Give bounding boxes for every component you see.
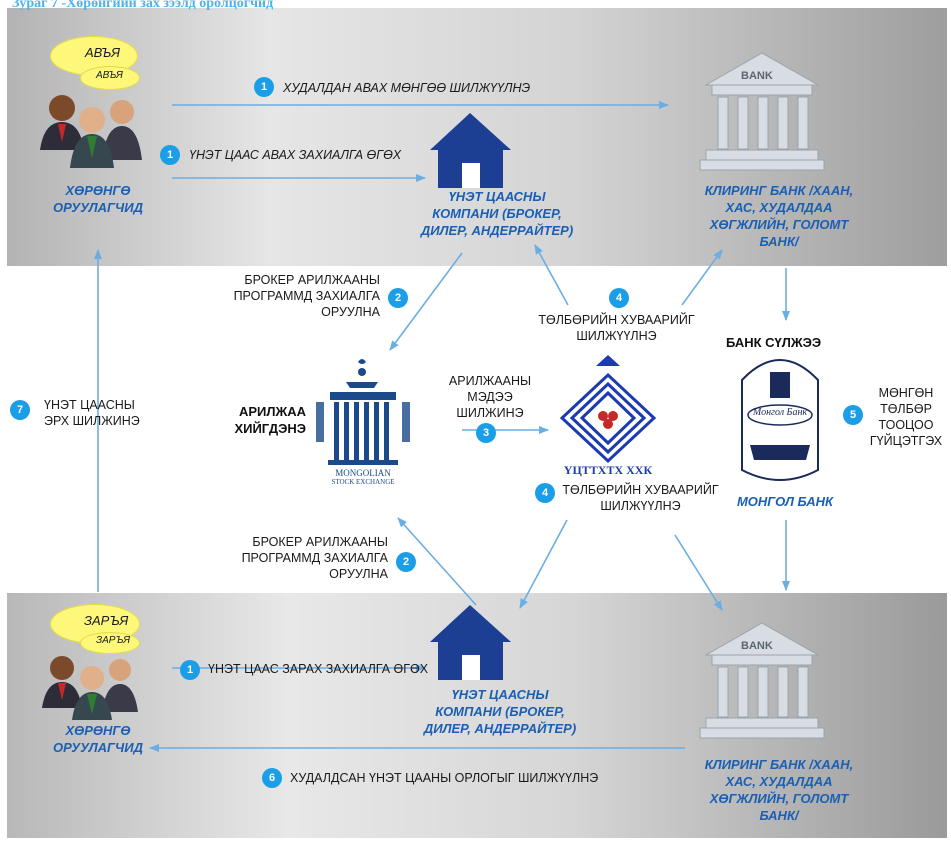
bubble-main-text: АВЪЯ bbox=[85, 45, 120, 60]
step-badge: 4 bbox=[535, 483, 555, 503]
clearing-bank-label-bottom: КЛИРИНГ БАНК /ХААН, ХАС, ХУДАЛДАА ХӨГЖЛИ… bbox=[704, 757, 854, 823]
investors-top-label: ХӨРӨНГӨ ОРУУЛАГЧИД bbox=[53, 183, 143, 215]
securities-company-label-bottom: ҮНЭТ ЦААСНЫ КОМПАНИ (БРОКЕР, ДИЛЕР, АНДЕ… bbox=[423, 687, 577, 736]
arrow-depo-to-company bbox=[534, 244, 569, 306]
step-trade-info-text: АРИЛЖААНЫ МЭДЭЭ ШИЛЖИНЭ bbox=[448, 374, 532, 420]
step-payment-schedule-text-bottom: ТӨЛБӨРИЙН ХУВААРИЙГ ШИЛЖҮҮЛНЭ bbox=[562, 483, 719, 513]
step-sell-order-text: ҮНЭТ ЦААС ЗАРАХ ЗАХИАЛГА ӨГӨХ bbox=[208, 662, 429, 676]
exchange-label: АРИЛЖАА ХИЙГДЭНЭ bbox=[234, 404, 306, 436]
investors-bottom-label: ХӨРӨНГӨ ОРУУЛАГЧИД bbox=[53, 723, 143, 755]
bank-sign-text: BANK bbox=[741, 70, 773, 82]
arrow-depo-to-bank bbox=[681, 249, 723, 306]
central-bank-label: МОНГОЛ БАНК bbox=[736, 494, 834, 509]
arrow-broker-to-exchange-bottom bbox=[397, 517, 477, 606]
step-proceeds-text: ХУДАЛДСАН ҮНЭТ ЦААНЫ ОРЛОГЫГ ШИЛЖҮҮЛНЭ bbox=[290, 771, 599, 785]
bubble-small-text: ЗАРЪЯ bbox=[96, 635, 131, 646]
step-badge: 2 bbox=[388, 288, 408, 308]
step-badge: 1 bbox=[160, 145, 180, 165]
step-broker-order-text-top: БРОКЕР АРИЛЖААНЫ ПРОГРАММД ЗАХИАЛГА ОРУУ… bbox=[233, 273, 380, 319]
step-rights-transfer-text: ҮНЭТ ЦААСНЫ ЭРХ ШИЛЖИНЭ bbox=[44, 398, 140, 428]
step-payment-schedule-text-top: ТӨЛБӨРИЙН ХУВААРИЙГ ШИЛЖҮҮЛНЭ bbox=[538, 313, 695, 343]
arrow-depo-to-company-bottom bbox=[519, 519, 568, 609]
step-badge: 2 bbox=[396, 552, 416, 572]
step-badge: 6 bbox=[262, 768, 282, 788]
step-badge: 7 bbox=[10, 400, 30, 420]
clearing-bank-label-top: КЛИРИНГ БАНК /ХААН, ХАС, ХУДАЛДАА ХӨГЖЛИ… bbox=[704, 183, 854, 249]
bubble-main-text: ЗАРЪЯ bbox=[84, 613, 129, 628]
step-money-transfer-text: ХУДАЛДАН АВАХ МӨНГӨӨ ШИЛЖҮҮЛНЭ bbox=[283, 81, 531, 95]
mse-logo-text-2: STOCK EXCHANGE bbox=[331, 478, 395, 486]
figure-caption: Зураг 7 -Хөрөнгийн зах зээлд оролцогчид bbox=[12, 0, 274, 11]
depository-logo-text: ҮЦТТХТХ ХХК bbox=[563, 463, 653, 477]
step-buy-order-text: ҮНЭТ ЦААС АВАХ ЗАХИАЛГА ӨГӨХ bbox=[189, 148, 402, 162]
step-badge: 1 bbox=[180, 660, 200, 680]
step-badge: 3 bbox=[476, 423, 496, 443]
bubble-small-text: АВЪЯ bbox=[96, 70, 123, 81]
step-badge: 4 bbox=[609, 288, 629, 308]
mse-logo-text-1: MONGOLIAN bbox=[335, 468, 391, 478]
step-badge: 1 bbox=[254, 77, 274, 97]
arrow-depo-to-bank-bottom bbox=[674, 534, 723, 611]
bank-network-label: БАНК СҮЛЖЭЭ bbox=[726, 335, 822, 350]
step-badge: 5 bbox=[843, 405, 863, 425]
mongol-bank-logo-text: Монгол Банк bbox=[752, 407, 808, 418]
speech-bubble-small bbox=[80, 632, 140, 654]
step-broker-order-text-bottom: БРОКЕР АРИЛЖААНЫ ПРОГРАММД ЗАХИАЛГА ОРУУ… bbox=[241, 535, 388, 581]
securities-company-label-top: ҮНЭТ ЦААСНЫ КОМПАНИ (БРОКЕР, ДИЛЕР, АНДЕ… bbox=[420, 189, 574, 238]
arrow-broker-to-exchange-top bbox=[389, 252, 463, 351]
step-settlement-text: МӨНГӨН ТӨЛБӨР ТООЦОО ГҮЙЦЭТГЭХ bbox=[869, 386, 943, 448]
speech-bubble-small bbox=[80, 66, 140, 90]
bank-sign-text: BANK bbox=[741, 640, 773, 652]
